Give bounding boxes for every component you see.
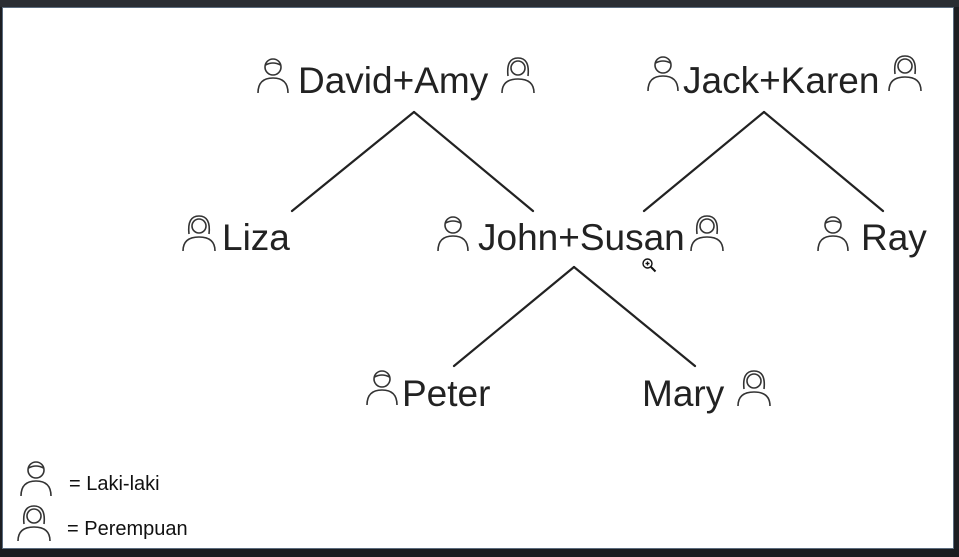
legend-male-label: = Laki-laki bbox=[69, 473, 160, 495]
node-peter: Peter bbox=[402, 373, 491, 414]
line-johnsusan-mary bbox=[572, 265, 697, 368]
node-liza: Liza bbox=[222, 217, 290, 258]
female-person-icon bbox=[887, 52, 923, 92]
line-davidamy-johnsusan bbox=[412, 110, 535, 213]
node-mary: Mary bbox=[642, 373, 725, 414]
node-jack-karen: Jack+Karen bbox=[683, 60, 880, 101]
legend-female-label: = Perempuan bbox=[67, 518, 188, 540]
male-person-icon bbox=[646, 54, 680, 92]
female-person-icon bbox=[689, 212, 725, 252]
legend-male-person-icon bbox=[18, 459, 54, 497]
line-davidamy-liza bbox=[290, 110, 416, 213]
male-person-icon bbox=[256, 56, 290, 94]
legend-female-person-icon bbox=[16, 502, 52, 542]
female-person-icon bbox=[736, 367, 772, 407]
male-person-icon bbox=[816, 214, 850, 252]
diagram-canvas bbox=[2, 7, 954, 549]
node-david-amy: David+Amy bbox=[298, 60, 489, 101]
line-johnsusan-peter bbox=[452, 265, 576, 368]
node-john-susan: John+Susan bbox=[478, 217, 685, 258]
female-person-icon bbox=[500, 54, 536, 94]
female-person-icon bbox=[181, 212, 217, 252]
window-bottom-bar bbox=[0, 549, 959, 557]
male-person-icon bbox=[436, 214, 470, 252]
line-jackkaren-ray bbox=[762, 110, 885, 213]
window-top-bar bbox=[0, 0, 959, 7]
male-person-icon bbox=[365, 368, 399, 406]
node-ray: Ray bbox=[861, 217, 927, 258]
zoom-in-cursor-icon bbox=[641, 257, 657, 273]
line-jackkaren-johnsusan bbox=[642, 110, 766, 213]
